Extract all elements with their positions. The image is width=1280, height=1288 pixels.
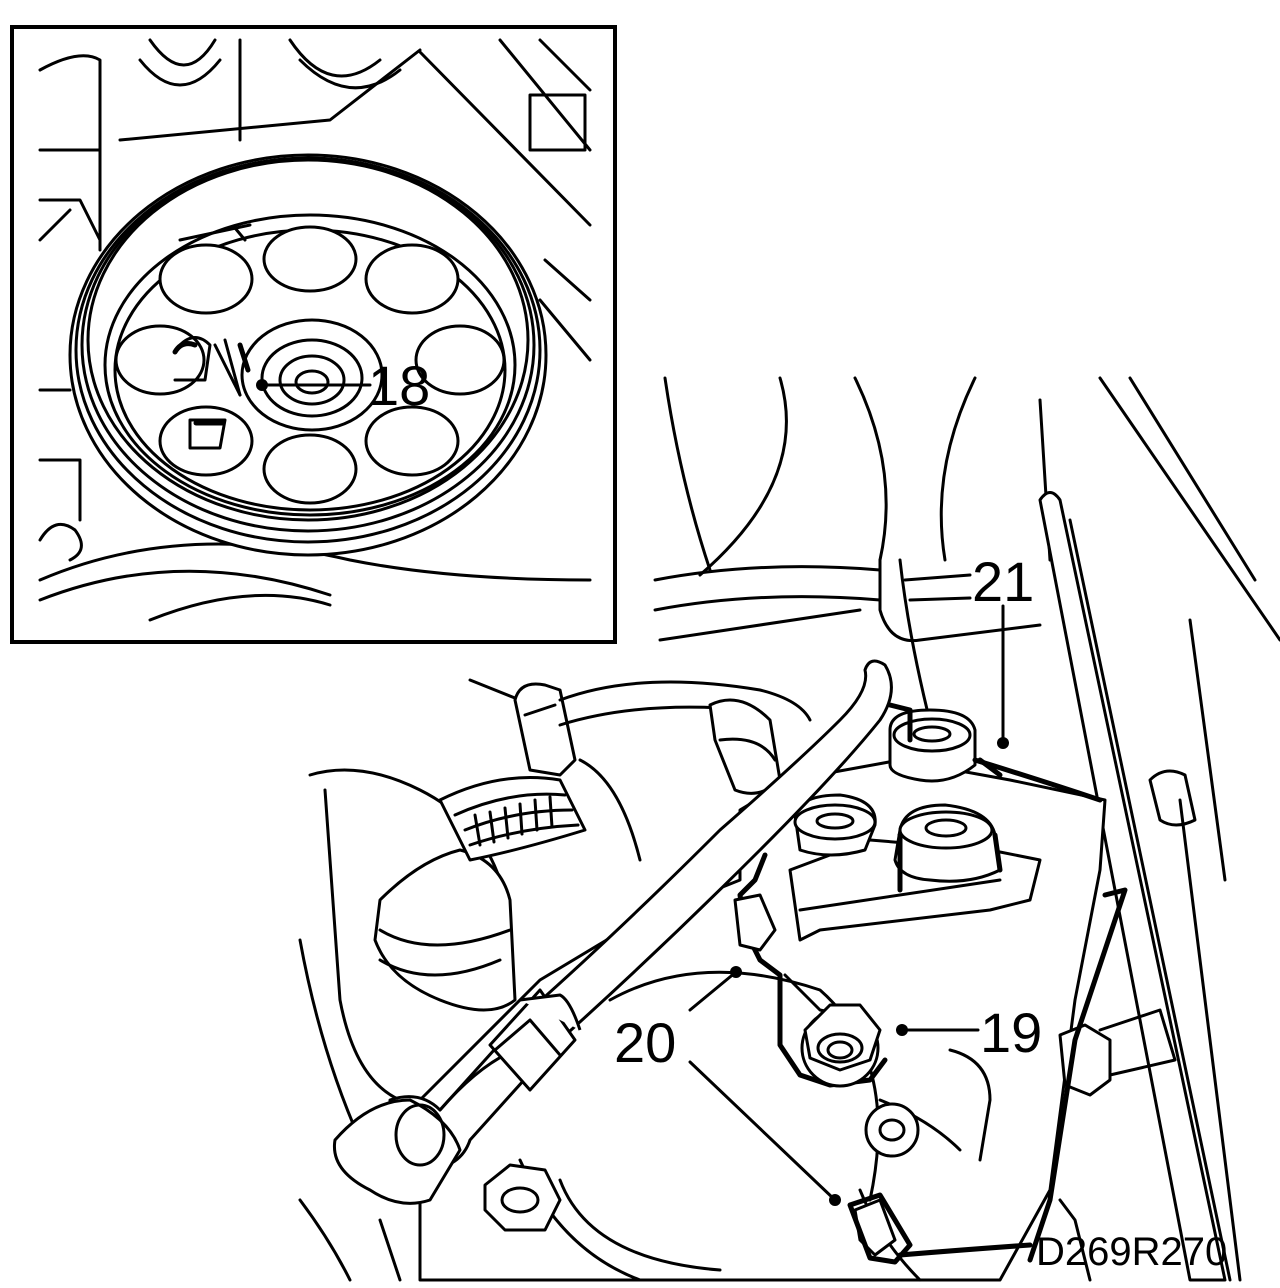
main-engine-view: 19 20 21 — [298, 376, 1280, 1282]
callout-19-label: 19 — [980, 1001, 1042, 1064]
timing-marks — [172, 223, 252, 450]
engine-background-lines — [653, 376, 1280, 762]
lower-stud — [864, 1102, 920, 1158]
callout-19: 19 — [896, 1001, 1042, 1064]
callout-18: 18 — [256, 354, 430, 417]
bolt-19 — [800, 1003, 882, 1088]
pulley — [68, 153, 548, 557]
seal-lines — [897, 757, 1103, 1258]
pulley-detail-inset: 18 — [10, 25, 617, 644]
hose-clamp — [438, 776, 587, 862]
callout-20: 20 — [614, 966, 841, 1206]
inset-background-engine-lines — [38, 38, 592, 622]
right-support-rod — [1038, 491, 1242, 1282]
drawing-reference-code: D269R270 — [1036, 1230, 1227, 1274]
callout-18-label: 18 — [368, 354, 430, 417]
pump-mounting-studs — [793, 702, 1003, 893]
callout-21-label: 21 — [972, 550, 1034, 613]
pulley-hub — [240, 318, 384, 432]
high-pressure-pipe — [332, 659, 893, 1205]
fuel-return-pipe — [468, 678, 812, 862]
left-lower-bolt — [483, 1163, 562, 1232]
pulley-groove-3 — [86, 158, 530, 522]
callout-21: 21 — [972, 550, 1034, 749]
left-housing — [298, 768, 517, 1282]
callout-20-label: 20 — [614, 1011, 676, 1074]
pulley-face — [103, 213, 517, 517]
right-fitting — [1027, 887, 1177, 1282]
